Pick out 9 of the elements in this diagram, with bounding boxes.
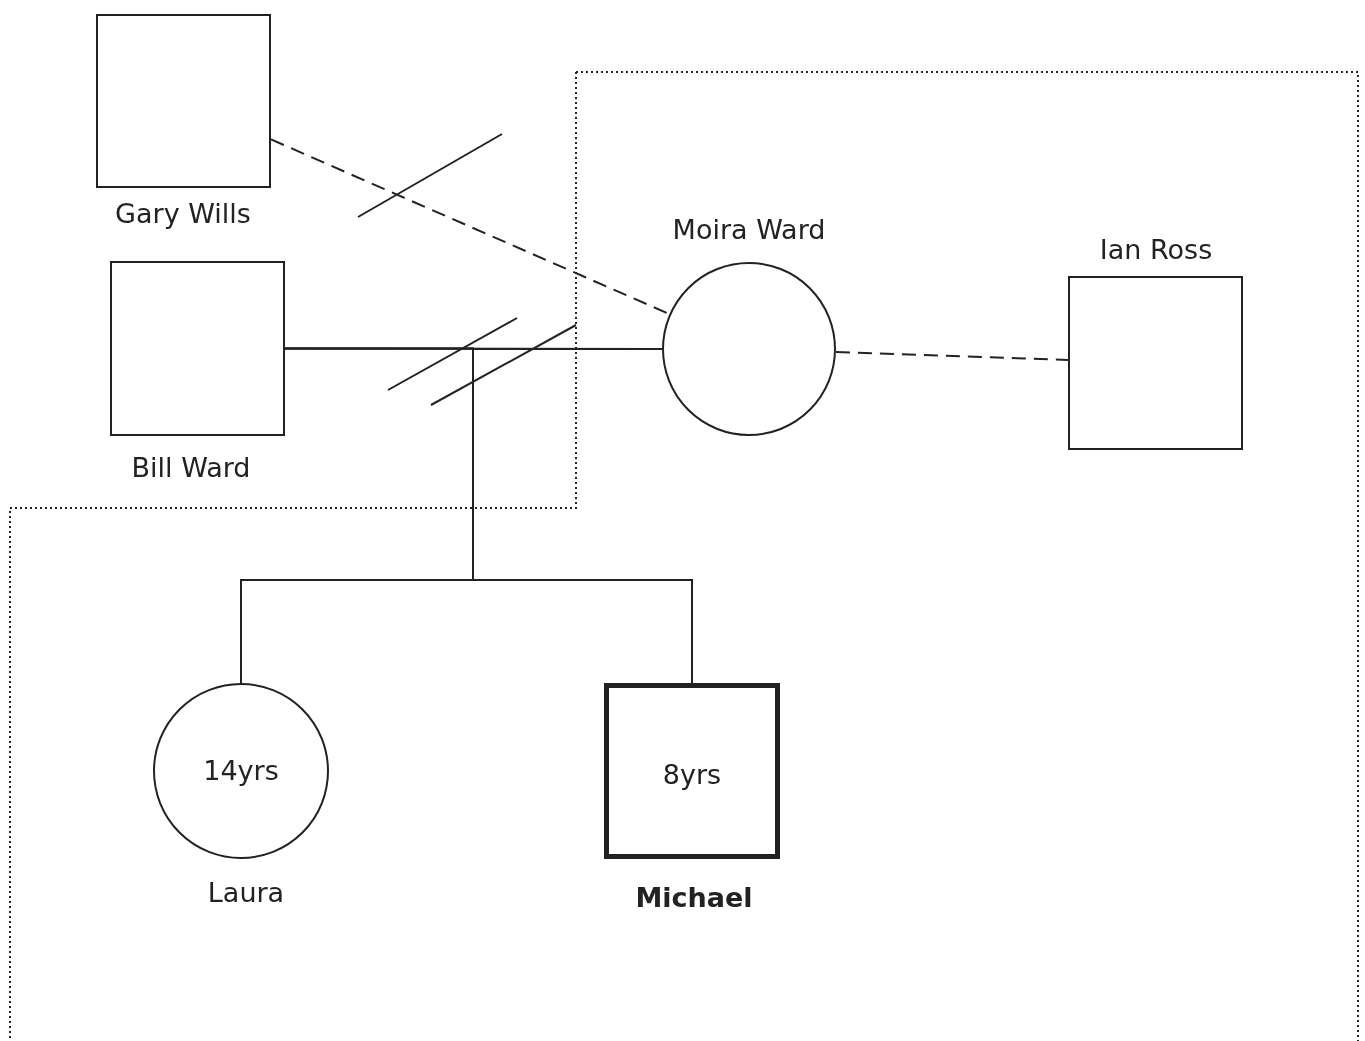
person-name: Michael (635, 882, 753, 914)
person-name: Bill Ward (131, 452, 251, 484)
person-name: Moira Ward (672, 214, 826, 246)
person-name: Gary Wills (115, 198, 251, 230)
relationship-line (834, 351, 1069, 361)
person-name: Ian Ross (1099, 234, 1213, 266)
age-label: 8yrs (662, 759, 722, 791)
age-label: 14yrs (203, 755, 279, 787)
person-name: Laura (207, 877, 285, 909)
